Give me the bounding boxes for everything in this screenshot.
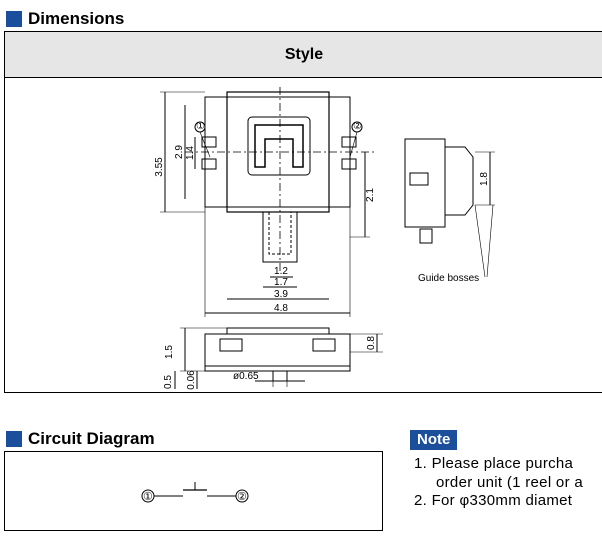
style-panel: Style <box>4 31 602 393</box>
dim-2-1: 2.1 <box>365 188 376 202</box>
note-line-1-continued: order unit (1 reel or a <box>436 474 583 491</box>
note-line-2: 2. For φ330mm diamet <box>414 492 573 509</box>
note-line-1: 1. Please place purcha <box>414 455 574 472</box>
dim-2-9: 2.9 <box>174 145 185 159</box>
note-badge: Note <box>410 430 458 450</box>
dim-1-4: 1.4 <box>185 146 196 160</box>
dim-1-5: 1.5 <box>164 345 175 359</box>
style-header: Style <box>5 32 602 78</box>
circuit-diagram: ① ② <box>141 482 249 503</box>
circuit-terminal-1: ① <box>143 491 153 503</box>
dim-3-55: 3.55 <box>154 157 165 177</box>
dim-phi-0-65: ø0.65 <box>233 371 259 382</box>
dim-1-8: 1.8 <box>479 172 490 186</box>
dim-3-9: 3.9 <box>274 289 288 300</box>
note-title: Note <box>417 431 451 448</box>
dim-1-2: 1.2 <box>274 266 288 277</box>
dim-0-5: 0.5 <box>163 375 174 389</box>
guide-bosses-label: Guide bosses <box>418 273 479 284</box>
callout-1: ① <box>196 121 205 132</box>
section-marker-icon <box>6 431 22 447</box>
dim-0-8: 0.8 <box>366 336 377 350</box>
dim-4-8: 4.8 <box>274 303 288 314</box>
dim-0-06: 0.06 <box>186 370 197 390</box>
circuit-terminal-2: ② <box>237 491 247 503</box>
callout-2: ② <box>353 121 362 132</box>
circuit-heading: Circuit Diagram <box>6 429 155 449</box>
circuit-title: Circuit Diagram <box>28 429 155 448</box>
dimension-drawing: ① ② 3.55 2.9 1.4 2.1 1.2 1.7 3.9 4.8 1.8… <box>154 87 495 390</box>
dim-1-7: 1.7 <box>274 277 288 288</box>
style-header-label: Style <box>284 45 324 63</box>
section-marker-icon <box>6 11 22 27</box>
dimensions-heading: Dimensions <box>6 9 124 29</box>
circuit-panel: ① ② <box>4 451 383 531</box>
dimensions-title: Dimensions <box>28 9 125 28</box>
